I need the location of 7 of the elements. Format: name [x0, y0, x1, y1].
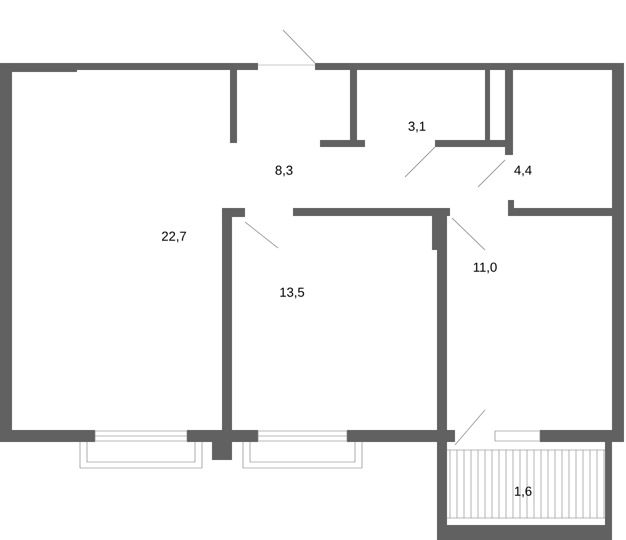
room-area-label: 4,4 [514, 166, 532, 176]
room-area-label: 22,7 [162, 232, 186, 242]
room-area-label: 8,3 [276, 166, 292, 176]
room-area-label: 11,0 [474, 262, 497, 274]
room-area-label: 1,6 [514, 486, 532, 498]
room-area-label: 3,1 [408, 122, 426, 132]
room-area-label: 13,5 [280, 288, 304, 298]
